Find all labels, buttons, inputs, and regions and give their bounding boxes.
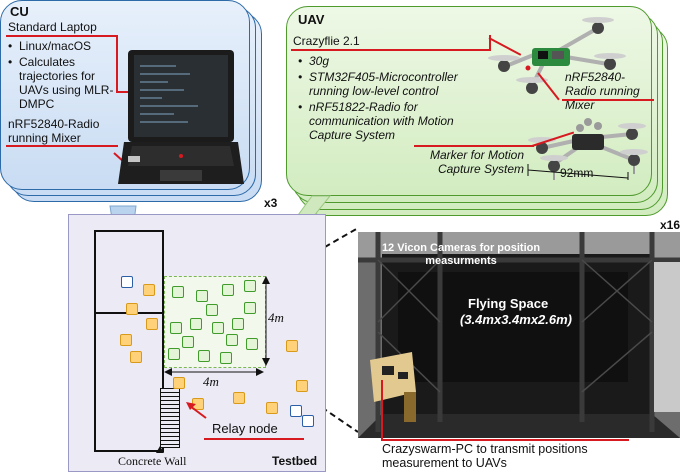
door-outline: [160, 388, 180, 448]
dimension-arrow: [527, 164, 629, 180]
uav-count: x16: [660, 218, 681, 232]
uav-radio-line: [562, 99, 654, 101]
relay-node: [233, 392, 245, 404]
relay-node: [146, 318, 158, 330]
cu-bullet: Linux/macOS: [8, 39, 123, 53]
laptop-image: [118, 50, 244, 184]
flying-space-photo: [358, 232, 680, 438]
flying-space-title: Flying Space: [468, 296, 549, 311]
uav-marker: [232, 318, 244, 330]
cu-count: x3: [264, 196, 278, 210]
uav-subtitle-line-v: [489, 35, 491, 51]
uav-subtitle-line: [291, 49, 491, 51]
uav-marker: [246, 338, 258, 350]
room-outline-top: [94, 230, 164, 314]
crazyswarm-pc-label: Crazyswarm-PC to transmit positions meas…: [382, 442, 588, 470]
relay-node-label: Relay node: [212, 421, 278, 436]
uav-bullet: nRF51822-Radio for communication with Mo…: [298, 100, 488, 142]
cu-bullets: Linux/macOS Calculates trajectories for …: [8, 39, 123, 113]
crazyswarm-pc-line: [381, 439, 629, 441]
vicon-cameras-label: 12 Vicon Cameras for position measurment…: [381, 242, 541, 267]
cu-marker: [302, 415, 314, 427]
uav-marker: [220, 352, 232, 364]
cu-radio-label: nRF52840-Radio running Mixer: [8, 117, 99, 145]
relay-node: [286, 340, 298, 352]
cu-radio-line: [6, 145, 118, 147]
crazyswarm-pc-line-v: [381, 380, 383, 440]
uav-marker-line: [414, 145, 534, 147]
cu-radio-label-line1: nRF52840-Radio: [8, 117, 100, 131]
concrete-wall-marker: [156, 446, 164, 453]
flying-space-dims: (3.4mx3.4mx2.6m): [460, 312, 573, 327]
relay-node: [126, 303, 138, 315]
cu-radio-label-line2: running Mixer: [8, 131, 81, 145]
uav-marker: [190, 318, 202, 330]
uav-radio-label: nRF52840-Radio running Mixer: [565, 70, 640, 112]
cu-marker: [290, 405, 302, 417]
uav-title: UAV: [298, 12, 325, 27]
uav-bullet: STM32F405-Microcontroller running low-le…: [298, 70, 488, 98]
flying-area-height-label: 4m: [268, 310, 284, 325]
uav-marker-label: Marker for Motion Capture System: [429, 148, 524, 176]
uav-bullet: 30g: [298, 54, 488, 68]
cu-marker: [121, 276, 133, 288]
relay-node-line: [204, 438, 304, 440]
crazyflie-drone-image: [488, 17, 626, 94]
uav-marker: [170, 322, 182, 334]
cu-title: CU: [10, 4, 29, 19]
uav-marker: [196, 290, 208, 302]
uav-marker: [244, 302, 256, 314]
uav-marker: [212, 322, 224, 334]
relay-node: [120, 334, 132, 346]
relay-node: [296, 380, 308, 392]
cu-subtitle-line: [6, 35, 118, 37]
flying-area-width-label: 4m: [203, 374, 219, 389]
uav-bullets: 30g STM32F405-Microcontroller running lo…: [298, 54, 488, 144]
cu-bullet: Calculates trajectories for UAVs using M…: [8, 55, 123, 111]
uav-marker: [182, 336, 194, 348]
uav-marker: [244, 280, 256, 292]
uav-marker: [172, 286, 184, 298]
relay-node: [173, 377, 185, 389]
concrete-wall-label: Concrete Wall: [118, 454, 187, 468]
uav-dimension: 92mm: [560, 166, 594, 180]
relay-node: [143, 284, 155, 296]
uav-marker: [198, 350, 210, 362]
relay-node: [130, 351, 142, 363]
testbed-label: Testbed: [272, 454, 318, 468]
cu-subtitle: Standard Laptop: [8, 20, 97, 34]
uav-marker: [206, 304, 218, 316]
crazyflie-marker-drone-image: [528, 118, 648, 180]
uav-marker: [226, 334, 238, 346]
uav-subtitle: Crazyflie 2.1: [293, 34, 360, 48]
relay-node: [266, 402, 278, 414]
uav-marker: [222, 284, 234, 296]
uav-marker: [168, 348, 180, 360]
